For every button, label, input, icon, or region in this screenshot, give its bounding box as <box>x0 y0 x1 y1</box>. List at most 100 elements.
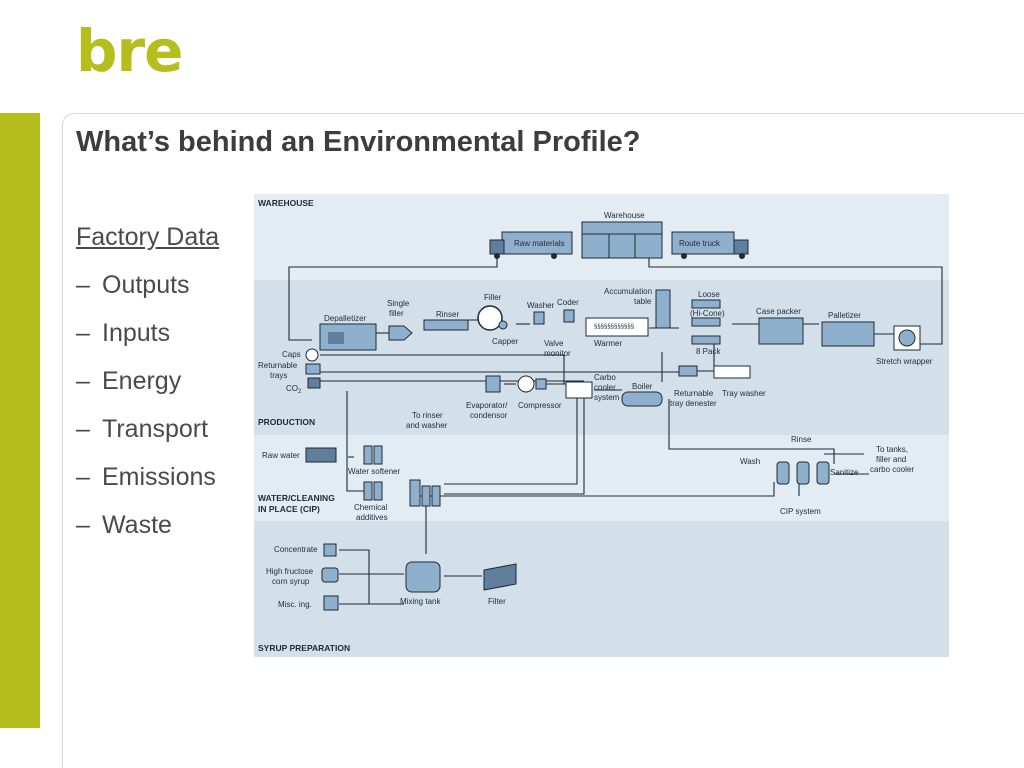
rinser <box>423 319 469 331</box>
factory-process-diagram: WAREHOUSE PRODUCTION WATER/CLEANING IN P… <box>254 194 949 657</box>
label-warehouse: Warehouse <box>604 211 645 220</box>
bullet-heading: Factory Data <box>76 223 220 251</box>
label-to-tanks-3: carbo cooler <box>870 465 914 474</box>
label-returnable-tray-denester: Returnable <box>674 389 714 398</box>
label-to-rinser: To rinser <box>412 411 443 420</box>
flow-line <box>444 398 585 495</box>
accumulation-table <box>655 289 671 329</box>
flow-line <box>288 249 498 341</box>
hi-cone-pack <box>691 317 721 327</box>
filter-tank <box>421 485 431 507</box>
label-palletizer: Palletizer <box>828 311 861 320</box>
zone-water-label: WATER/CLEANING <box>258 493 335 503</box>
washer <box>533 311 545 325</box>
label-carbo-cooler-3: system <box>594 393 620 402</box>
label-coder: Coder <box>557 298 579 307</box>
flow-line <box>346 391 364 492</box>
truck-wheel <box>739 253 745 259</box>
filter-tank <box>409 479 421 507</box>
boiler <box>621 391 663 407</box>
label-compressor: Compressor <box>518 401 562 410</box>
label-cip-system: CIP system <box>780 507 821 516</box>
tray-washer <box>713 365 751 379</box>
case-packer <box>758 317 804 345</box>
label-evaporator: Evaporator/ <box>466 401 508 410</box>
coder <box>563 309 575 323</box>
label-caps: Caps <box>282 350 301 359</box>
bullet-item: –Inputs <box>76 319 171 347</box>
chemical-tank <box>373 481 383 501</box>
label-warmer: Warmer <box>594 339 622 348</box>
slide-title: What’s behind an Environmental Profile? <box>76 126 641 158</box>
label-warmer-coil: §§§§§§§§§§§§ <box>594 324 634 330</box>
label-concentrate: Concentrate <box>274 545 318 554</box>
chemical-tank <box>363 481 373 501</box>
label-accumulation: Accumulation <box>604 287 652 296</box>
label-carbo-cooler-2: cooler <box>594 383 616 392</box>
water-softener-unit <box>373 445 383 465</box>
syrup-zone <box>254 521 949 657</box>
sanitize-tank <box>816 461 830 485</box>
label-to-rinser-2: and washer <box>406 421 448 430</box>
bre-logo: bre <box>76 17 183 85</box>
palletizer <box>821 321 875 347</box>
bullet-item: –Waste <box>76 511 172 539</box>
syrup-filter <box>483 563 517 591</box>
label-returnable-trays: Returnable <box>258 361 298 370</box>
truck-wheel <box>494 253 500 259</box>
label-hi-cone: (Hi-Cone) <box>690 309 725 318</box>
truck-cab <box>489 239 505 255</box>
tray-denester <box>678 365 698 377</box>
zone-syrup-label: SYRUP PREPARATION <box>258 643 350 653</box>
label-hfcs-2: corn syrup <box>272 577 310 586</box>
label-to-tanks-2: filler and <box>876 455 906 464</box>
label-raw-materials: Raw materials <box>514 239 565 248</box>
water-softener-unit <box>363 445 373 465</box>
content-frame <box>62 113 1024 768</box>
warehouse-building <box>581 221 663 259</box>
label-to-tanks: To tanks, <box>876 445 908 454</box>
stretch-wrapper-roll <box>898 329 916 347</box>
label-filter: Filter <box>488 597 506 606</box>
label-rinser: Rinser <box>436 310 459 319</box>
bullet-item: –Transport <box>76 415 209 443</box>
flow-line <box>339 549 404 605</box>
label-tray-washer: Tray washer <box>722 389 766 398</box>
compressor <box>535 378 547 390</box>
misc-ingredients-tank <box>323 595 339 611</box>
label-rinse: Rinse <box>791 435 812 444</box>
truck-wheel <box>551 253 557 259</box>
label-hfcs: High fructose <box>266 567 314 576</box>
depalletizer-detail <box>328 332 344 344</box>
label-sanitize: Sanitize <box>830 468 859 477</box>
hfcs-tank <box>321 567 339 583</box>
label-returnable-tray-denester-2: tray denester <box>670 399 717 408</box>
label-capper: Capper <box>492 337 519 346</box>
raw-water-tank <box>305 447 337 463</box>
label-chemical-additives-2: additives <box>356 513 388 522</box>
accent-bar <box>0 113 40 728</box>
truck-wheel <box>681 253 687 259</box>
label-stretch-wrapper: Stretch wrapper <box>876 357 933 366</box>
label-single-filler-2: filler <box>389 309 404 318</box>
flow-line <box>414 482 775 497</box>
label-co2: CO2 <box>286 384 302 395</box>
wash-tank <box>776 461 790 485</box>
label-wash: Wash <box>740 457 760 466</box>
label-boiler: Boiler <box>632 382 653 391</box>
concentrate-tank <box>323 543 337 557</box>
label-returnable-trays-2: trays <box>270 371 287 380</box>
caps-hopper <box>305 348 319 362</box>
label-eight-pack: 8 Pack <box>696 347 721 356</box>
zone-warehouse-label: WAREHOUSE <box>258 198 314 208</box>
flow-line <box>668 399 835 464</box>
truck-cab <box>733 239 749 255</box>
capper-wheel <box>498 320 508 330</box>
compressor-wheel <box>517 375 535 393</box>
returnable-trays <box>305 363 321 375</box>
bullet-item: –Emissions <box>76 463 216 491</box>
label-evaporator-2: condensor <box>470 411 508 420</box>
flow-line <box>320 354 565 384</box>
filter-tank <box>431 485 441 507</box>
label-carbo-cooler: Carbo <box>594 373 616 382</box>
